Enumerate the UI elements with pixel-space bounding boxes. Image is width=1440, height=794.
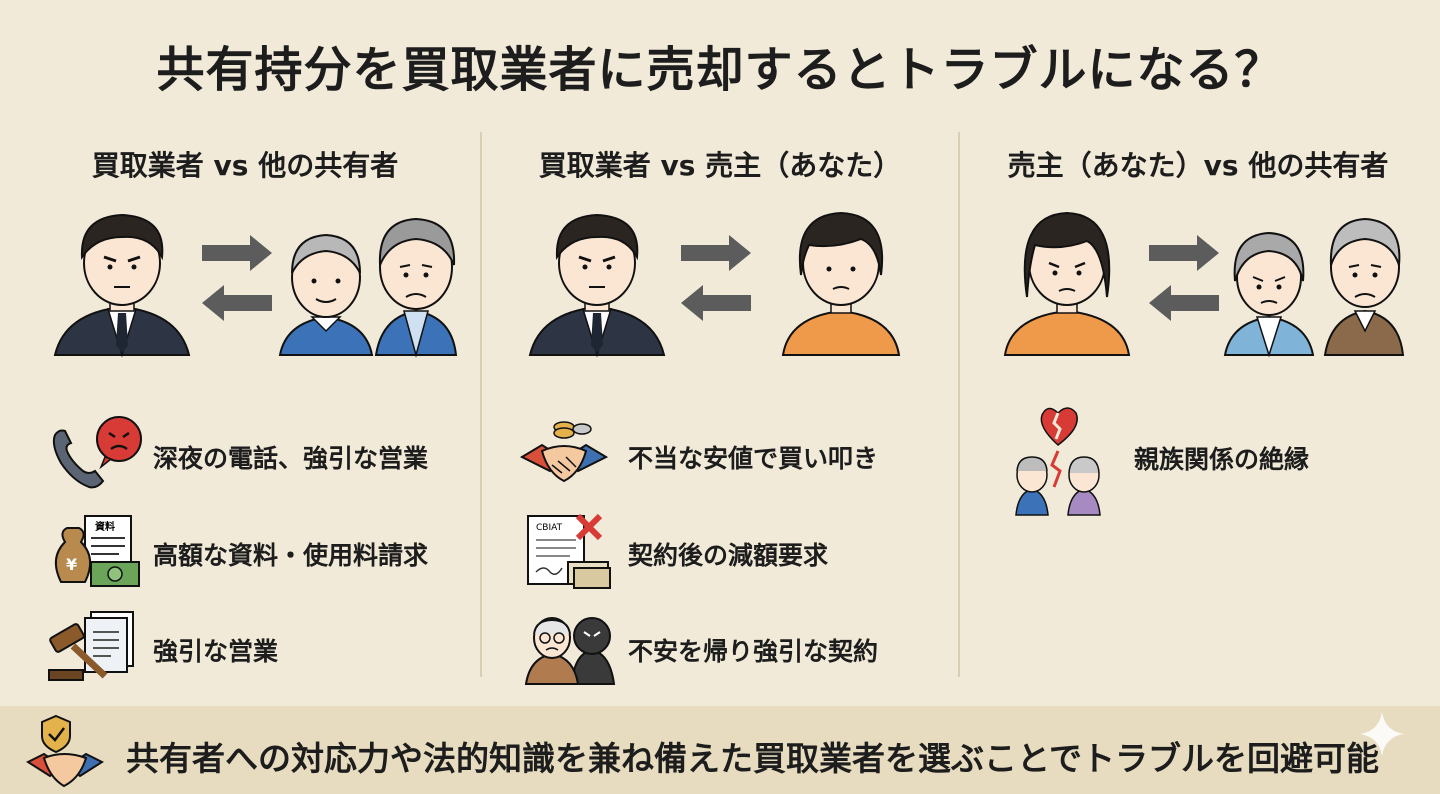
issue-item: 親族関係の絶縁	[998, 405, 1428, 525]
issue-item: 不当な安値で買い叩き	[520, 415, 950, 495]
issue-text: 不当な安値で買い叩き	[628, 444, 879, 473]
footer-text: 共有者への対応力や法的知識を兼ね備えた買取業者を選ぶことでトラブルを回避可能	[126, 739, 1380, 778]
issue-item: 強引な営業	[45, 608, 475, 688]
elderly-woman-icon	[1223, 231, 1315, 358]
issue-text: 親族関係の絶縁	[1134, 445, 1310, 474]
column-agent-vs-seller: 買取業者 vs 売主（あなた）	[485, 130, 955, 685]
elder-shadow-icon	[524, 617, 616, 685]
exchange-arrows-icon	[202, 235, 272, 321]
svg-text:¥: ¥	[66, 555, 77, 574]
people-illustration	[963, 205, 1433, 365]
woman-seller-icon	[781, 211, 901, 356]
sparkle-icon	[1360, 712, 1404, 756]
invoice-label: 資料	[95, 520, 115, 533]
woman-seller-icon	[1003, 211, 1131, 356]
divider-1	[480, 132, 482, 677]
column-seller-vs-coowners: 売主（あなた）vs 他の共有者	[963, 130, 1433, 680]
column-heading: 買取業者 vs 他の共有者	[91, 149, 399, 182]
exchange-arrows-icon	[1149, 235, 1219, 321]
issue-text: 強引な営業	[153, 637, 279, 666]
handshake-coins-icon	[520, 421, 609, 483]
contract-label: CBIAT	[536, 523, 563, 533]
moneybag-invoice-icon: 資料 ¥	[54, 515, 140, 587]
elderly-man-icon	[374, 217, 458, 358]
shield-handshake-icon	[26, 714, 105, 788]
footer-banner: 共有者への対応力や法的知識を兼ね備えた買取業者を選ぶことでトラブルを回避可能	[0, 706, 1440, 794]
elderly-man-icon	[278, 233, 374, 356]
people-illustration	[10, 205, 480, 365]
issue-text: 不安を帰り強引な契約	[628, 637, 879, 666]
gavel-document-icon	[48, 611, 134, 681]
businessman-icon	[53, 213, 191, 358]
issue-text: 深夜の電話、強引な営業	[153, 444, 429, 473]
column-heading: 売主（あなた）vs 他の共有者	[1007, 149, 1389, 182]
issue-item: 深夜の電話、強引な営業	[45, 415, 475, 495]
issue-item: 不安を帰り強引な契約	[520, 608, 950, 688]
exchange-arrows-icon	[681, 235, 751, 321]
broken-heart-family-icon	[1015, 407, 1101, 516]
divider-2	[958, 132, 960, 677]
issue-text: 契約後の減額要求	[628, 541, 829, 570]
people-illustration	[485, 205, 955, 365]
phone-angry-icon	[52, 416, 142, 489]
elderly-man-icon	[1323, 217, 1405, 356]
businessman-icon	[528, 213, 666, 358]
column-heading: 買取業者 vs 売主（あなた）	[538, 149, 902, 182]
page-title: 共有持分を買取業者に売却するとトラブルになる？	[156, 42, 1284, 98]
issue-text: 高額な資料・使用料請求	[153, 541, 429, 570]
contract-cross-icon: CBIAT	[527, 513, 611, 589]
issue-item: CBIAT 契約後の減額要求	[520, 512, 950, 592]
issue-item: 資料 ¥ 高額な資料・使用料請求	[45, 512, 475, 592]
column-agent-vs-coowners: 買取業者 vs 他の共有者	[10, 130, 480, 681]
